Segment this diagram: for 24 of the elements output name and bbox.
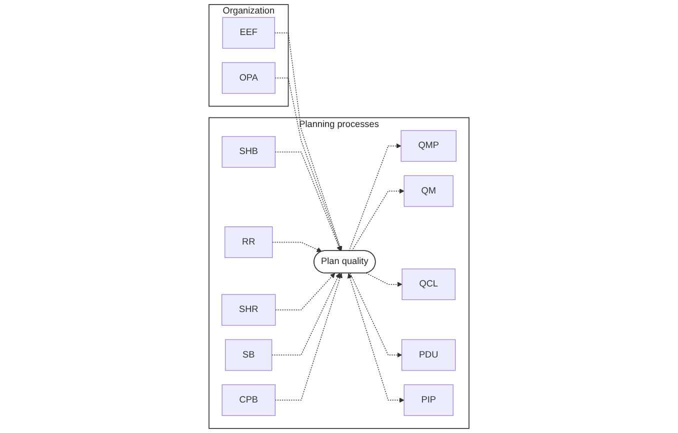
node-box: SHB	[222, 136, 276, 168]
node-box: PDU	[402, 339, 456, 371]
node-box: RR	[224, 226, 273, 258]
arrow	[274, 78, 342, 252]
arrow	[275, 272, 336, 310]
node-box: QM	[404, 175, 454, 207]
arrow	[272, 272, 340, 356]
arrow	[274, 272, 342, 401]
arrow	[347, 273, 404, 403]
arrow	[272, 242, 322, 252]
node-box: CPB	[222, 384, 276, 416]
node-box: OPA	[222, 62, 276, 94]
node-box: SHR	[222, 294, 276, 326]
arrow	[348, 143, 402, 252]
arrow	[274, 32, 342, 252]
arrow	[366, 272, 402, 287]
node-box: SB	[225, 339, 272, 371]
arrow	[350, 272, 402, 358]
arrow	[274, 152, 342, 252]
node-box: QMP	[400, 130, 456, 162]
arrow	[351, 188, 404, 252]
node-box: PIP	[404, 384, 454, 416]
node-box: QCL	[402, 268, 456, 300]
node-box: EEF	[222, 17, 275, 49]
